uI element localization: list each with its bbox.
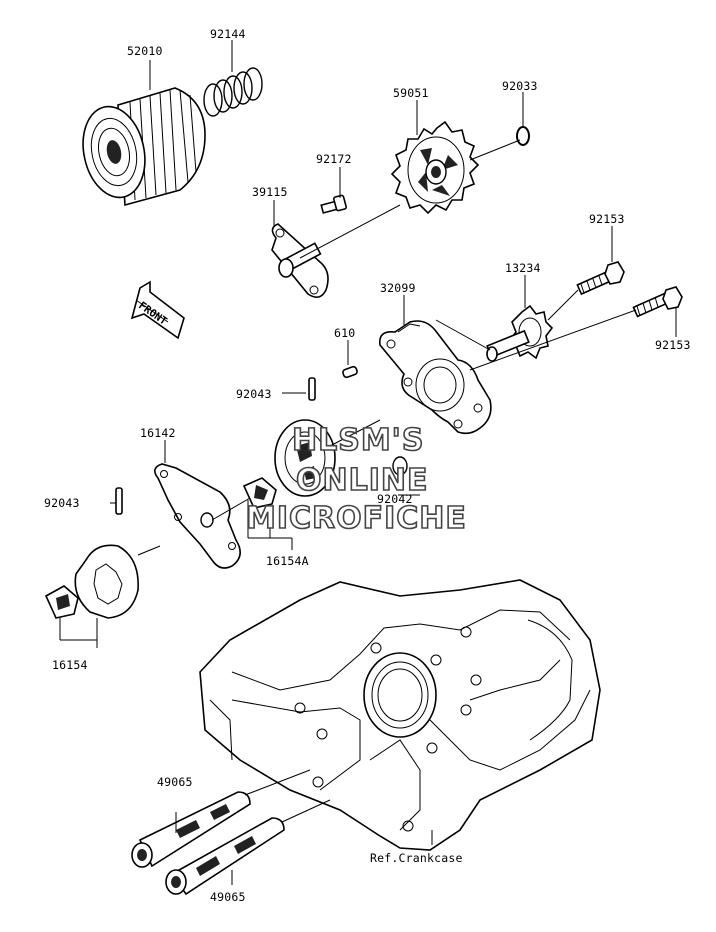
label-92144: 92144 [210, 27, 246, 41]
label-610: 610 [334, 326, 355, 340]
dowel-92043-upper [308, 377, 316, 401]
watermark-line-2: ONLINE [296, 463, 429, 498]
watermark-line-3: MICROFICHE [246, 501, 467, 536]
label-16154: 16154 [52, 658, 88, 672]
label-39115: 39115 [252, 185, 288, 199]
rotor-16154A [242, 477, 277, 509]
sprocket-59051 [390, 120, 480, 215]
rotor-assembly-16154 [44, 544, 139, 619]
plate-16142 [154, 463, 241, 569]
pump-cover-32099 [378, 320, 492, 435]
label-92153-upper: 92153 [589, 212, 625, 226]
label-13234: 13234 [505, 261, 541, 275]
label-49065-lower: 49065 [210, 890, 246, 904]
watermark: HLSM'S ONLINE MICROFICHE [245, 422, 467, 537]
spring-92144 [203, 67, 263, 117]
oil-filter-52010 [82, 87, 206, 207]
label-16154A: 16154A [266, 554, 309, 568]
leader-lines [59, 40, 677, 885]
bolt-92172 [320, 194, 347, 214]
front-direction-arrow: FRONT [130, 280, 185, 340]
outer-rotor [274, 419, 336, 497]
label-92043-upper: 92043 [236, 387, 272, 401]
label-92042: 92042 [377, 492, 413, 506]
strainer-49065-upper [131, 791, 251, 868]
crankcase-housing [199, 579, 601, 851]
pin-610 [342, 365, 358, 379]
label-16142: 16142 [140, 426, 176, 440]
gear-shaft-13234 [486, 304, 554, 362]
circlip-92033 [516, 126, 530, 146]
dowel-92043-lower [115, 487, 123, 515]
label-92153-lower: 92153 [655, 338, 691, 352]
label-92033: 92033 [502, 79, 538, 93]
assembly-axis-lines [137, 139, 637, 823]
label-92043-lower: 92043 [44, 496, 80, 510]
label-92172: 92172 [316, 152, 352, 166]
label-49065-upper: 49065 [157, 775, 193, 789]
label-32099: 32099 [380, 281, 416, 295]
strainer-49065-lower [165, 817, 285, 896]
label-59051: 59051 [393, 86, 429, 100]
bolt-92153-lower [632, 286, 683, 318]
bolt-92153-upper [576, 261, 625, 296]
label-52010: 52010 [127, 44, 163, 58]
label-ref-crankcase: Ref.Crankcase [370, 851, 463, 865]
watermark-line-1: HLSM'S [292, 423, 424, 458]
pump-shaft-plate-39115 [271, 223, 329, 298]
